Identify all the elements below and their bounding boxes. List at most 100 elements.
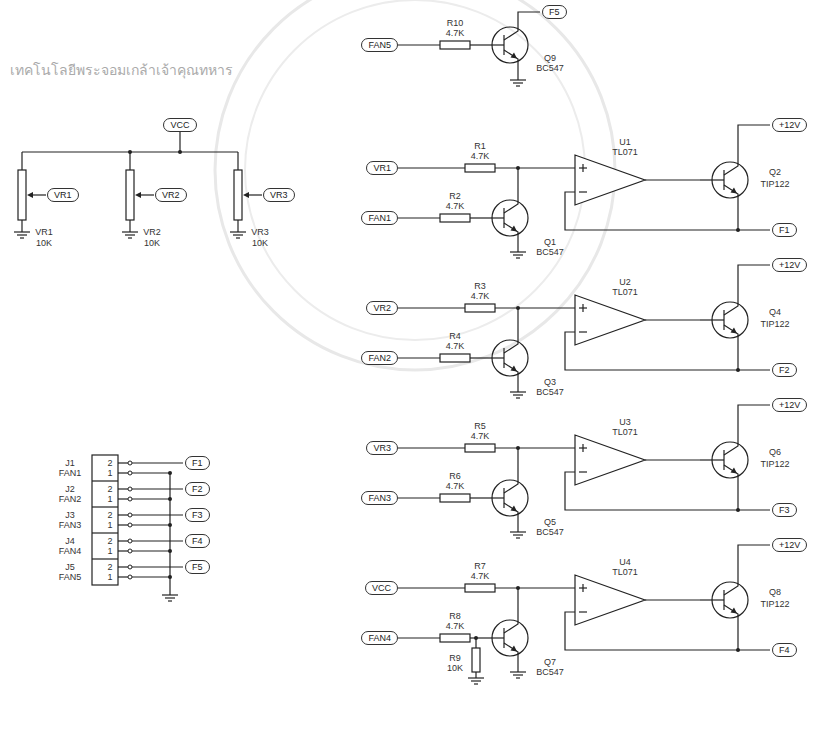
transistor-symbol <box>480 637 504 638</box>
net-name: F1 <box>779 225 790 235</box>
pin-number: 2 <box>107 510 112 521</box>
net-name: F2 <box>192 484 203 494</box>
wire <box>118 462 128 463</box>
plus-sign <box>582 444 583 452</box>
minus-sign <box>579 191 587 192</box>
part-name: R5 <box>474 421 486 432</box>
wire <box>517 448 518 468</box>
net-name: FAN4 <box>368 633 391 643</box>
ground-symbol <box>125 234 135 235</box>
ground-symbol <box>510 391 526 392</box>
wire <box>738 545 770 570</box>
part-name: VR3 <box>251 227 269 238</box>
part-name: U3 <box>619 417 631 428</box>
transistor-symbol <box>724 325 738 350</box>
wire <box>129 220 130 232</box>
part-value: TL071 <box>612 427 638 438</box>
wire <box>132 514 183 515</box>
net-flag: FAN1 <box>361 211 398 225</box>
net-flag: F2 <box>772 363 797 377</box>
wire <box>645 599 700 600</box>
wire <box>237 220 238 232</box>
ground-symbol <box>510 79 526 80</box>
part-name: Q7 <box>544 657 556 668</box>
part-name: Q5 <box>544 517 556 528</box>
ground-symbol <box>230 231 246 232</box>
part-value: BC547 <box>536 667 564 678</box>
wire <box>738 630 770 650</box>
net-flag: FAN2 <box>361 351 398 365</box>
opamp-symbol <box>575 155 645 205</box>
transistor-symbol <box>700 599 724 600</box>
net-flag: F1 <box>185 456 210 470</box>
net-name: F2 <box>779 365 790 375</box>
transistor-symbol <box>504 468 518 493</box>
net-name: +12V <box>779 540 800 550</box>
wire <box>398 217 440 218</box>
part-value: BC547 <box>536 63 564 74</box>
ground-symbol <box>513 674 523 675</box>
net-name: F3 <box>192 510 203 520</box>
pin-number: 1 <box>107 468 112 479</box>
net-name: F4 <box>779 645 790 655</box>
wire <box>495 587 575 588</box>
wire <box>398 497 440 498</box>
plus-sign <box>582 304 583 312</box>
watermark-text: เทคโนโลยีพระจอมเกล้าเจ้าคุณทหาร <box>10 62 233 78</box>
connector-body <box>92 455 118 585</box>
ground-symbol <box>20 237 24 238</box>
transistor-symbol <box>503 628 504 648</box>
wire <box>738 350 770 370</box>
part-name: Q2 <box>769 167 781 178</box>
part-name: R4 <box>449 331 461 342</box>
ground-symbol <box>128 237 132 238</box>
part-name: J5 <box>65 562 75 573</box>
transistor-symbol <box>504 223 518 248</box>
wire <box>118 540 128 541</box>
part-value: TIP122 <box>760 179 789 190</box>
emitter-arrow <box>731 608 738 614</box>
pin-number: 2 <box>107 458 112 469</box>
net-flag: F1 <box>772 223 797 237</box>
wire <box>738 210 770 230</box>
net-name: +12V <box>779 120 800 130</box>
part-name: R3 <box>474 281 486 292</box>
transistor-symbol <box>504 188 518 213</box>
part-name: VR1 <box>35 227 53 238</box>
ground-symbol <box>165 597 175 598</box>
ground-symbol <box>513 394 523 395</box>
transistor-symbol <box>503 348 504 368</box>
wire <box>495 447 575 448</box>
connector-body <box>92 506 118 507</box>
part-value: FAN2 <box>59 494 82 505</box>
transistor-symbol <box>480 217 504 218</box>
wire <box>21 152 22 170</box>
wire <box>470 217 480 218</box>
transistor-symbol <box>724 430 738 455</box>
net-flag: FAN5 <box>361 38 398 52</box>
wire <box>118 566 128 567</box>
pin-terminal <box>128 471 132 475</box>
resistor-symbol <box>440 634 470 642</box>
ground-symbol <box>510 251 526 252</box>
part-value: 4.7K <box>446 621 465 632</box>
minus-sign <box>579 331 587 332</box>
wire <box>398 637 440 638</box>
part-name: J1 <box>65 458 75 469</box>
net-name: VR3 <box>270 190 288 200</box>
connector-body <box>92 558 118 559</box>
wire <box>132 498 170 499</box>
wire <box>118 488 128 489</box>
resistor-symbol <box>440 494 470 502</box>
ground-symbol <box>516 677 520 678</box>
wire <box>169 473 170 595</box>
watermark-seal <box>245 0 585 340</box>
ground-symbol <box>471 680 481 681</box>
part-value: BC547 <box>536 387 564 398</box>
resistor-symbol <box>472 648 480 672</box>
potentiometer-symbol <box>234 170 242 220</box>
pin-terminal <box>128 565 132 569</box>
pin-terminal <box>128 575 132 579</box>
part-name: Q6 <box>769 447 781 458</box>
resistor-symbol <box>465 444 495 452</box>
